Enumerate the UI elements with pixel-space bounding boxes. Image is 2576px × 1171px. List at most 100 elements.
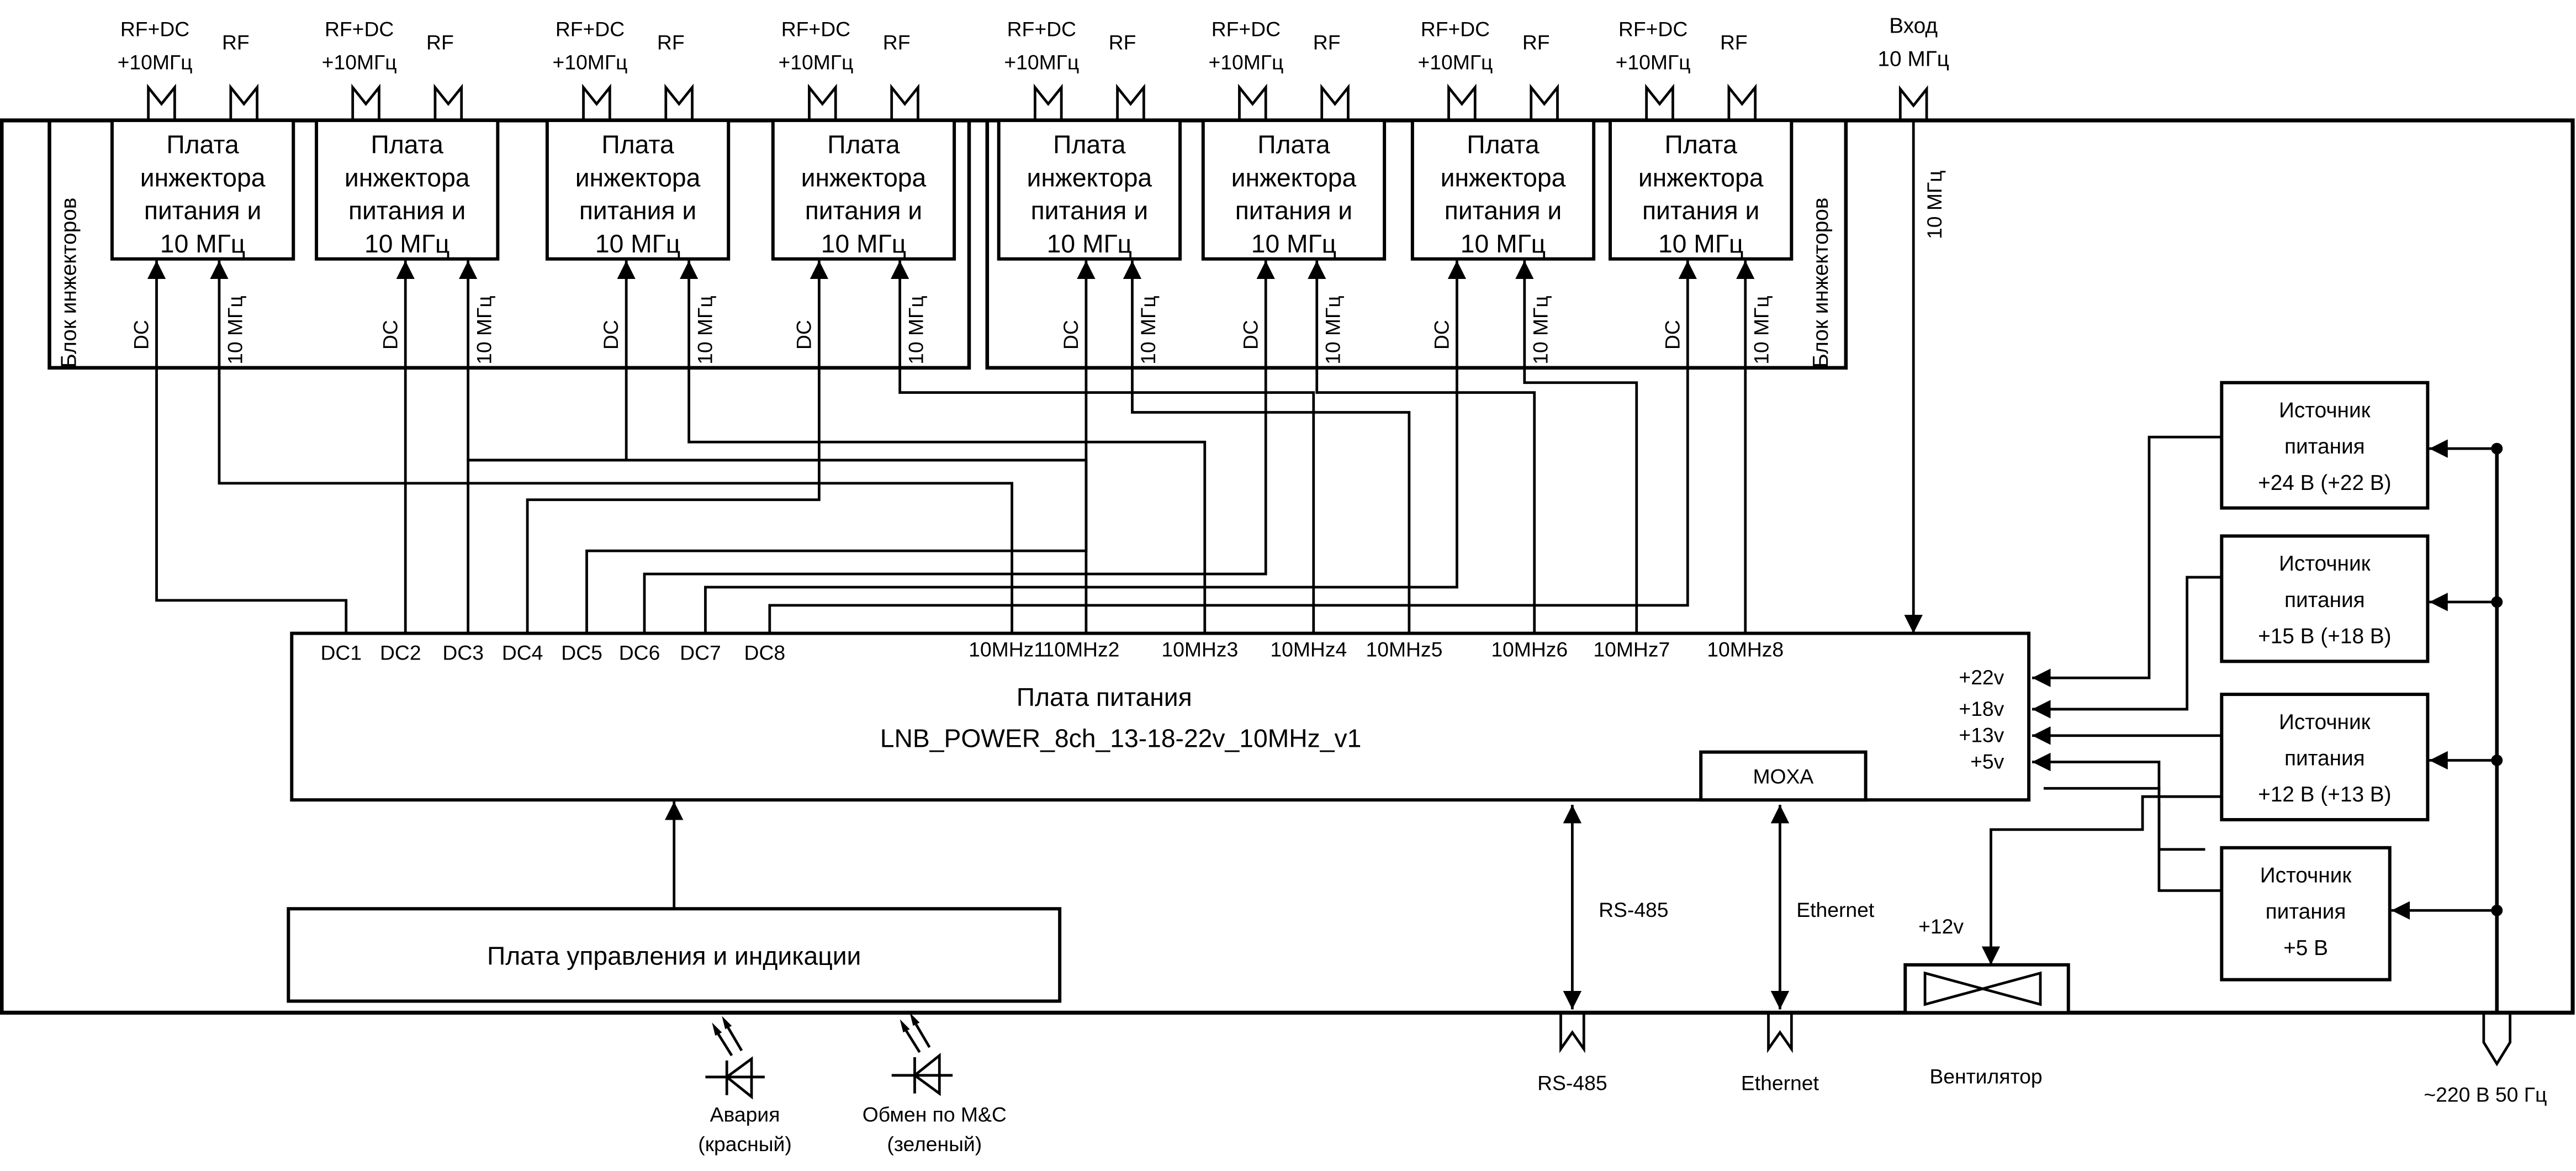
rs485-connector-label: RS-485: [1537, 1072, 1607, 1095]
power-supply-label: Источник: [2279, 398, 2371, 422]
ref-wire-label: 10 МГц: [693, 296, 716, 365]
ref-input-label-1: Вход: [1889, 14, 1938, 38]
rfdc-connector-icon[interactable]: [351, 83, 380, 122]
rfdc-connector-icon[interactable]: [1238, 83, 1267, 122]
injector-board-name-line: Плата: [1257, 130, 1330, 159]
injector-board-box: [1410, 118, 1596, 261]
connector-rf-label: RF: [222, 31, 250, 54]
ref-pin-label: 10MHz2: [1043, 637, 1119, 661]
injector-board-name-line: Плата: [1664, 130, 1737, 159]
injector-board-name-line: Плата: [371, 130, 444, 159]
injector-board-name-line: 10 МГц: [1251, 229, 1336, 258]
ref-pin-label: 10MHz3: [1161, 637, 1238, 661]
rfdc-connector-icon[interactable]: [808, 83, 837, 122]
rf-connector-icon[interactable]: [1727, 83, 1757, 122]
injector-board-box: [110, 118, 295, 261]
injector-board-name-line: питания и: [1031, 196, 1148, 225]
injector-block-label-right: Блок инжекторов: [1809, 198, 1833, 368]
rf-connector-icon[interactable]: [1320, 83, 1350, 122]
rfdc-connector-icon[interactable]: [1645, 83, 1674, 122]
rfdc-connector-icon[interactable]: [1033, 83, 1063, 122]
signal-wire: [218, 367, 1013, 634]
rfdc-connector-icon[interactable]: [582, 83, 611, 122]
injector-board-name-line: Плата: [827, 130, 900, 159]
rs485-wire-label: RS-485: [1599, 898, 1668, 921]
led-mc-color: (зеленый): [887, 1132, 982, 1156]
injector-board-name-line: 10 МГц: [821, 229, 906, 258]
led-mc-icon: [891, 1019, 953, 1096]
injector-board-box: [1609, 118, 1794, 261]
rf-connector-icon[interactable]: [1530, 83, 1559, 122]
injector-board-name-line: инжектора: [575, 163, 701, 192]
led-alarm-label: Авария: [710, 1103, 780, 1126]
injector-board-name-line: питания и: [348, 196, 466, 225]
rf-connector-icon[interactable]: [1116, 83, 1145, 122]
mains-connector-icon[interactable]: [2482, 1012, 2512, 1067]
dc-pin-label: DC1: [321, 641, 362, 664]
ref-wire-label: 10 МГц: [224, 296, 247, 365]
ref-wire-label: 10 МГц: [1750, 296, 1773, 365]
injector-board-name-line: питания и: [1235, 196, 1352, 225]
voltage-pin-label: +18v: [1959, 697, 2004, 720]
ref-input-connector-icon[interactable]: [1898, 85, 1928, 122]
injector-board-name-line: Плата: [601, 130, 674, 159]
rfdc-connector-icon[interactable]: [1447, 83, 1477, 122]
injector-board-name-line: инжектора: [1441, 163, 1566, 192]
ref-pin-label: 10MHz8: [1707, 637, 1784, 661]
rf-connector-icon[interactable]: [664, 83, 694, 122]
power-supply-label: питания: [2266, 900, 2346, 924]
rf-connector-icon[interactable]: [890, 83, 919, 122]
ref-input: Вход 10 МГц 10 МГц: [1877, 14, 1949, 634]
connector-rf-label: RF: [1313, 31, 1341, 54]
injector-board-name-line: инжектора: [801, 163, 927, 192]
injector-board-name-line: питания и: [1445, 196, 1562, 225]
signal-wire: [1523, 367, 1638, 634]
injector-board-name-line: 10 МГц: [160, 229, 245, 258]
injector-block-left: [47, 120, 971, 370]
connector-rfdc-label: RF+DC: [325, 18, 394, 41]
rf-connector-icon[interactable]: [229, 83, 258, 122]
injector-board-box: [771, 118, 956, 261]
injector-board-box: [315, 118, 500, 261]
led-mc: Обмен по M&C (зеленый): [863, 1012, 1007, 1156]
led-mc-label: Обмен по M&C: [863, 1103, 1007, 1126]
rf-connector-icon[interactable]: [433, 83, 463, 122]
signal-wire: [526, 367, 821, 634]
injector-board-name-line: 10 МГц: [1047, 229, 1132, 258]
signal-wire: [1131, 367, 1411, 634]
ref-wire-label: 10 МГц: [472, 296, 495, 365]
connector-10mhz-label: +10МГц: [1208, 50, 1283, 73]
signal-wire: [1315, 367, 1536, 634]
connector-rf-label: RF: [657, 31, 685, 54]
ref-pin-label: 10MHz4: [1270, 637, 1347, 661]
injector-board-box: [545, 118, 731, 261]
injector-board-name-line: инжектора: [1231, 163, 1357, 192]
signal-wire: [467, 367, 1088, 634]
connector-rfdc-label: RF+DC: [781, 18, 850, 41]
rfdc-connector-icon[interactable]: [147, 83, 176, 122]
dc-wire-label: DC: [792, 320, 815, 350]
power-board-model: LNB_POWER_8ch_13-18-22v_10MHz_v1: [880, 724, 1362, 753]
dc-pin-label: DC4: [502, 641, 543, 664]
power-supply-label: Источник: [2260, 863, 2352, 887]
injector-board-name-line: инжектора: [140, 163, 266, 192]
injector-block-right: [985, 120, 1848, 370]
dc-wire-label: DC: [599, 320, 622, 350]
ref-pin-label: 10MHz5: [1366, 637, 1442, 661]
injector-board-name-line: 10 МГц: [1461, 229, 1546, 258]
injector-board-box: [997, 118, 1182, 261]
signal-wire: [687, 367, 1207, 634]
rs485-connector-icon[interactable]: [1559, 1012, 1585, 1053]
fan-label: Вентилятор: [1929, 1065, 2042, 1088]
led-alarm-color: (красный): [698, 1132, 791, 1156]
injector-board-name-line: питания и: [805, 196, 922, 225]
ref-pin-label: 10MHz7: [1593, 637, 1670, 661]
ethernet-connector-icon[interactable]: [1767, 1012, 1793, 1053]
